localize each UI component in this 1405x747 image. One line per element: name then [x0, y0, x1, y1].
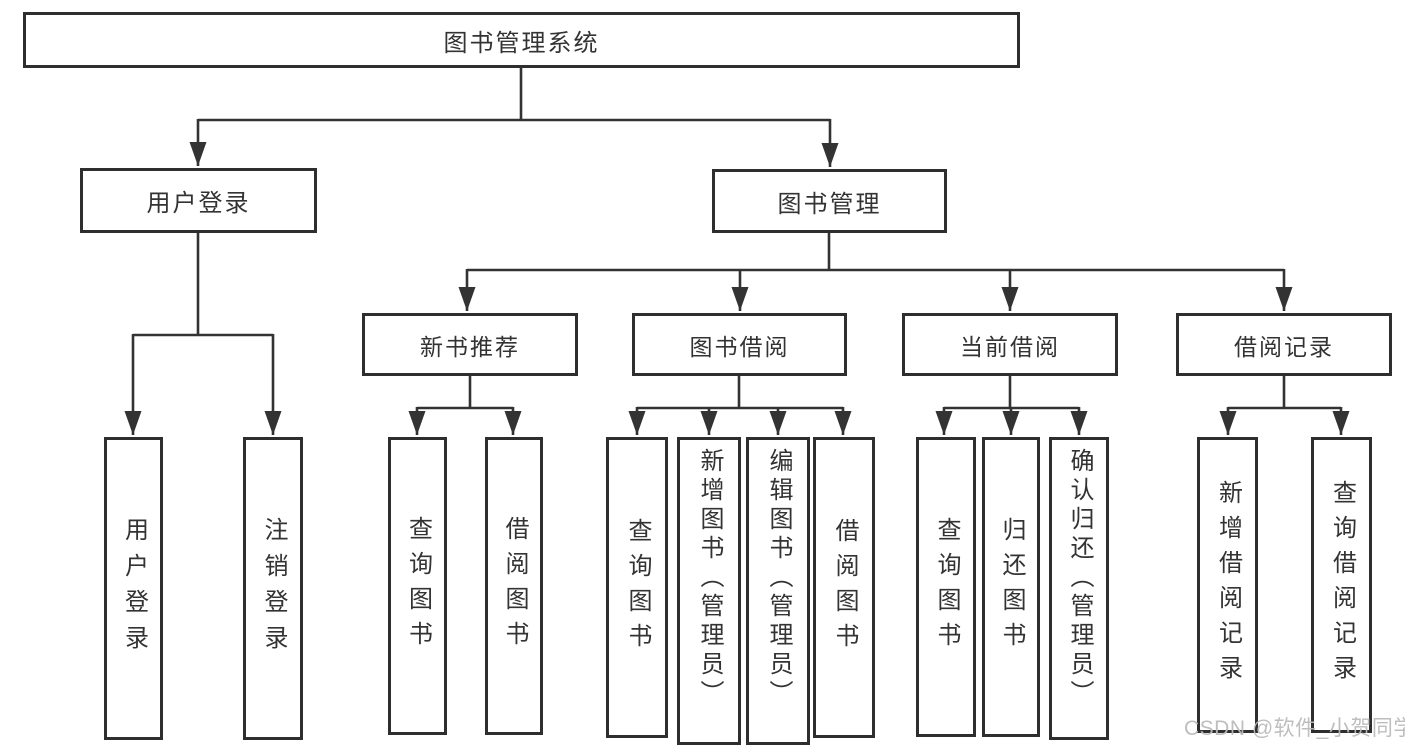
leaf-add-borrow-record: 新增借阅记录 — [1197, 437, 1258, 733]
node-book-borrow: 图书借阅 — [632, 313, 847, 376]
leaf-return-books-label: 归还图书 — [998, 517, 1025, 657]
node-current-borrow-label: 当前借阅 — [960, 333, 1060, 360]
node-user-login: 用户登录 — [80, 168, 317, 233]
node-library-system-label: 图书管理系统 — [443, 29, 600, 57]
leaf-query-borrow-record-label: 查询借阅记录 — [1328, 480, 1356, 690]
leaf-query-books-current-label: 查询图书 — [933, 517, 960, 657]
leaf-confirm-return-admin: 确认归还（管理员） — [1049, 437, 1109, 740]
leaf-logout: 注销登录 — [243, 437, 303, 740]
leaf-add-borrow-record-label: 新增借阅记录 — [1214, 480, 1242, 690]
node-library-system: 图书管理系统 — [23, 12, 1020, 68]
leaf-user-login: 用户登录 — [104, 437, 163, 740]
watermark: CSDN @软件_小贺同学 — [1184, 717, 1405, 740]
leaf-logout-label: 注销登录 — [260, 516, 287, 661]
node-book-borrow-label: 图书借阅 — [689, 333, 790, 360]
leaf-borrow-books-borrow: 借阅图书 — [813, 437, 875, 738]
node-current-borrow: 当前借阅 — [902, 313, 1118, 376]
leaf-borrow-books-borrow-label: 借阅图书 — [831, 517, 858, 658]
leaf-borrow-books-recommend-label: 借阅图书 — [501, 516, 528, 656]
leaf-edit-books-admin: 编辑图书（管理员） — [746, 437, 810, 745]
node-book-management-label: 图书管理 — [777, 190, 882, 218]
node-book-management: 图书管理 — [712, 169, 947, 233]
leaf-user-login-label: 用户登录 — [120, 516, 148, 661]
leaf-confirm-return-admin-label: 确认归还（管理员） — [1066, 448, 1093, 709]
node-borrow-records-label: 借阅记录 — [1234, 333, 1334, 360]
leaf-return-books: 归还图书 — [982, 437, 1040, 737]
leaf-add-books-admin: 新增图书（管理员） — [677, 437, 741, 745]
node-borrow-records: 借阅记录 — [1176, 313, 1392, 376]
leaf-edit-books-admin-label: 编辑图书（管理员） — [765, 448, 792, 709]
leaf-query-borrow-record: 查询借阅记录 — [1311, 437, 1372, 733]
leaf-query-books-borrow: 查询图书 — [606, 437, 668, 738]
leaf-add-books-admin-label: 新增图书（管理员） — [696, 448, 723, 709]
node-new-book-recommend: 新书推荐 — [362, 313, 578, 376]
leaf-query-books-borrow-label: 查询图书 — [624, 517, 651, 658]
leaf-query-books-recommend: 查询图书 — [388, 437, 447, 735]
leaf-query-books-current: 查询图书 — [916, 437, 976, 737]
leaf-query-books-recommend-label: 查询图书 — [404, 516, 432, 656]
leaf-borrow-books-recommend: 借阅图书 — [485, 437, 543, 735]
node-user-login-label: 用户登录 — [146, 190, 251, 217]
node-new-book-recommend-label: 新书推荐 — [420, 333, 520, 360]
